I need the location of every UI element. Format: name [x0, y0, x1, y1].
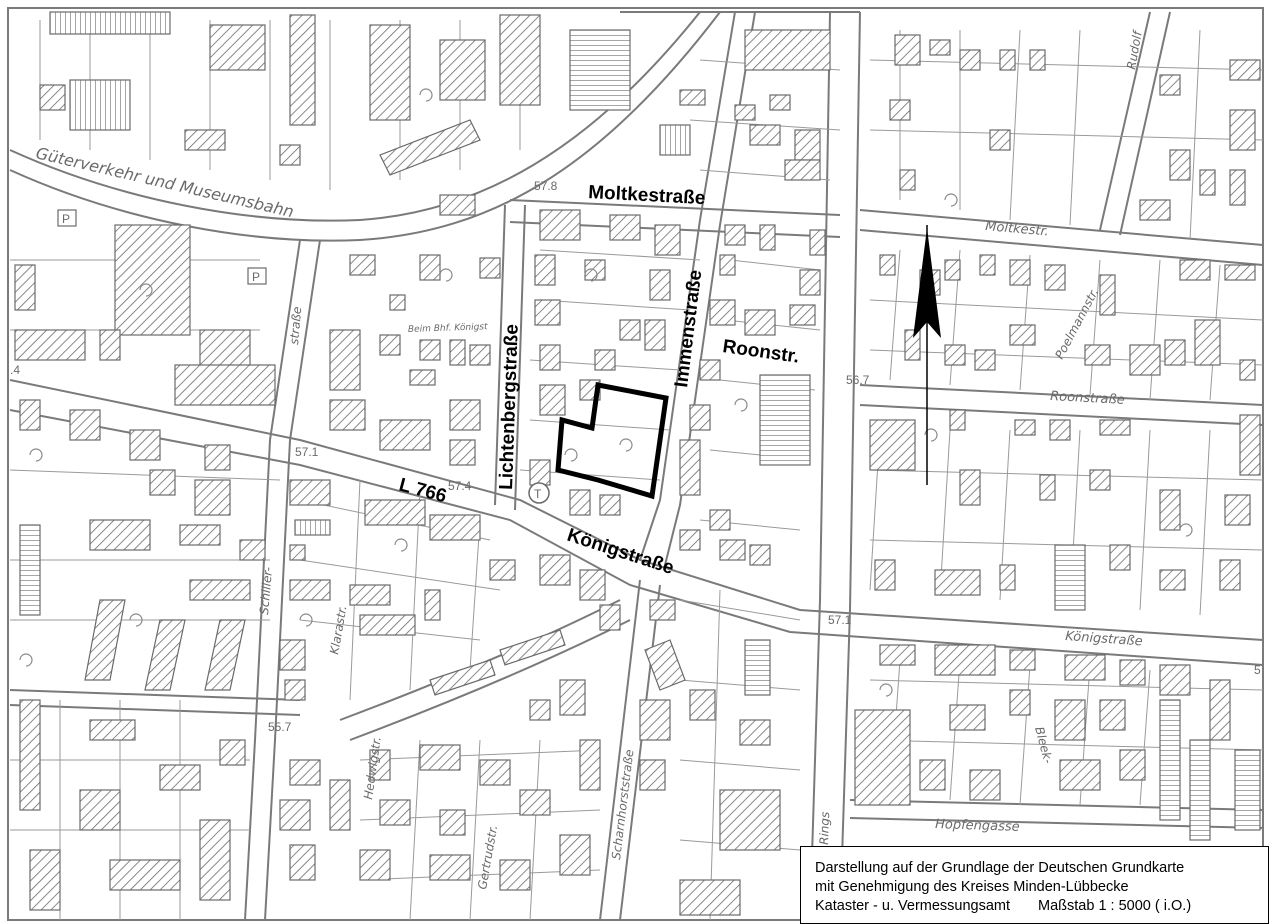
parking-symbol: P: [247, 267, 267, 285]
svg-text:P: P: [252, 270, 260, 284]
map-caption: Darstellung auf der Grundlage der Deutsc…: [800, 846, 1269, 924]
caption-authority: Kataster - u. Vermessungsamt: [815, 898, 1011, 914]
spot-height: 56.7: [846, 373, 870, 387]
ringstr-label: Rings: [817, 811, 832, 845]
svg-text:T: T: [534, 487, 542, 501]
buildings: [14, 11, 1261, 916]
svg-text:P: P: [62, 212, 70, 226]
moltkestr-small-label: Moltkestr.: [985, 219, 1050, 239]
spot-height: .4: [10, 363, 20, 377]
map-frame: [7, 7, 1264, 921]
beim-bhf-label: Beim Bhf. Königst: [408, 322, 488, 335]
north-arrow-icon: [913, 225, 941, 485]
caption-line-2: mit Genehmigung des Kreises Minden-Lübbe…: [815, 879, 1129, 895]
small-symbols: [19, 88, 1193, 697]
schillerstr-label: Schiller-: [257, 566, 275, 615]
caption-scale: Maßstab 1 : 5000 ( i.O.): [1038, 898, 1192, 914]
koenigstrasse-small-label: Königstraße: [1065, 629, 1143, 649]
spot-heights: 57.8 57.1 57.4 56.7 57.1 55.7 .4 5: [10, 179, 1261, 734]
spot-height: 57.8: [534, 179, 558, 193]
spot-height: 5: [1254, 663, 1261, 677]
hopfengasse-label: Hopfengasse: [935, 817, 1020, 835]
parcel-lines: [9, 20, 1264, 921]
spot-height: 57.1: [828, 613, 852, 627]
spot-height: 55.7: [268, 720, 292, 734]
caption-line-3: Kataster - u. Vermessungsamt Maßstab 1 : …: [815, 897, 1260, 916]
spot-height: 57.1: [295, 445, 319, 459]
bus-stop-symbol: T: [528, 482, 550, 504]
rudolf-label: Rudolf: [1124, 28, 1145, 70]
roonstrasse-small-label: Roonstraße: [1050, 389, 1125, 408]
strasse-vertical-label: straße: [287, 306, 304, 345]
caption-line-1: Darstellung auf der Grundlage der Deutsc…: [815, 860, 1185, 876]
spot-height: 57.4: [448, 479, 472, 493]
parking-symbol: P: [57, 209, 77, 227]
site-outline: [555, 382, 669, 500]
